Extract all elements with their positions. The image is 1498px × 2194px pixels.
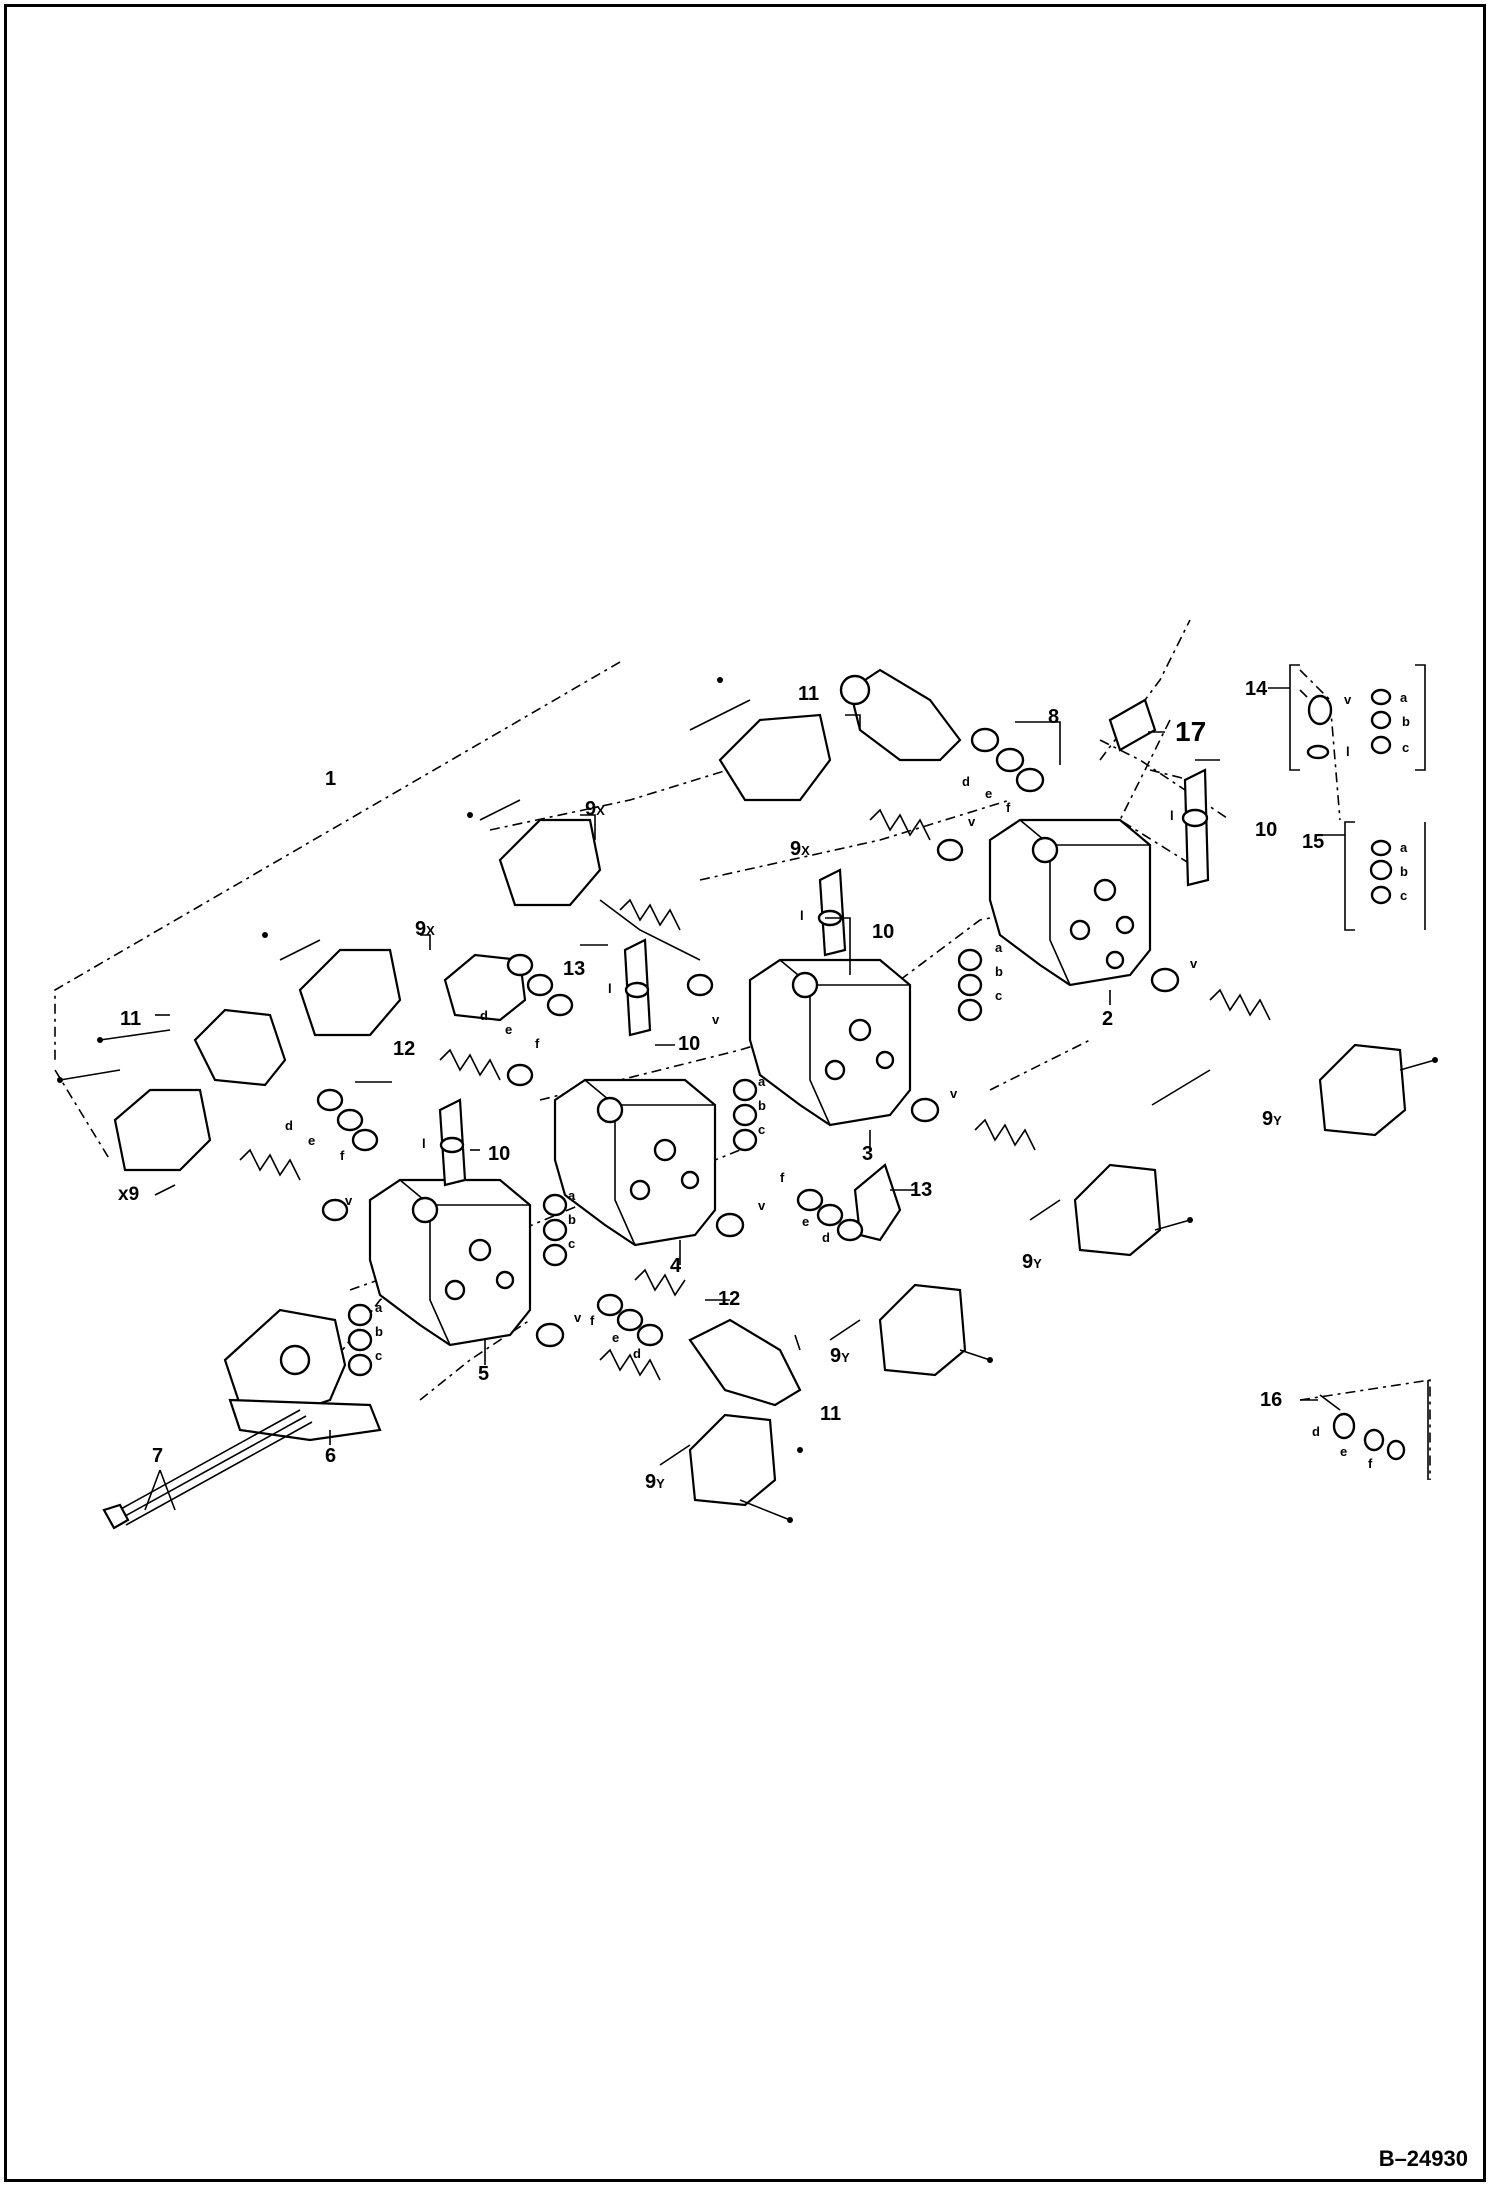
seal-letter-v-5: v [574,1310,582,1325]
callout-15: 15 [1302,831,1324,853]
callout-3: 3 [862,1143,873,1165]
callout-labels: 1 2 3 4 5 6 7 8 9X 9X 9X x9 9Y 9Y 9Y 9Y … [118,678,1324,1493]
seal-letter-b-5: b [375,1324,383,1339]
seal-letter-d-13r: d [822,1230,830,1245]
callout-9x-mid: 9X [585,798,605,820]
seal-letter-c-3: c [758,1122,765,1137]
seal-letter-d-12l: d [285,1118,293,1133]
kit-box-15 [1344,821,1426,931]
seal-letter-b-14: b [1402,714,1410,729]
callout-9y-center: 9Y [1022,1251,1042,1273]
seal-letter-l-10l: l [422,1136,426,1151]
callout-14: 14 [1245,678,1268,700]
callout-9x-top: 9X [790,838,810,860]
valve-section-4 [553,1078,717,1247]
seal-letter-c-4: c [568,1236,575,1251]
seal-letter-a-14: a [1400,690,1408,705]
callout-9y-low: 9Y [830,1345,850,1367]
seal-letter-e-8: e [985,786,992,801]
kit-box-14 [1289,664,1426,771]
callout-x9: x9 [118,1184,139,1205]
seal-letter-v-2: v [1190,956,1198,971]
seal-letter-a-4: a [568,1188,576,1203]
callout-11-top: 11 [798,683,819,705]
seal-letter-e-12low: e [612,1330,619,1345]
seal-letter-v-3: v [950,1086,958,1101]
seal-letter-l-10r: l [1170,808,1174,823]
seal-letter-b-3: b [758,1098,766,1113]
callout-10-left: 10 [488,1143,510,1165]
seal-letter-f-12low: f [590,1313,595,1328]
seal-letter-f-16: f [1368,1456,1373,1471]
callout-4: 4 [670,1255,682,1277]
callout-9y-bottom: 9Y [645,1471,665,1493]
seal-letter-f-12l: f [340,1148,345,1163]
seal-letter-f-13r: f [780,1170,785,1185]
seal-letter-c-5: c [375,1348,382,1363]
callout-16: 16 [1260,1389,1282,1411]
callout-8: 8 [1048,706,1059,728]
callout-6: 6 [325,1445,336,1467]
end-cover-6 [223,1308,382,1442]
kit-box-16 [1332,1380,1429,1480]
seal-letter-a-15: a [1400,840,1408,855]
bolt-details [57,677,1438,1523]
callout-leaders [144,687,1345,1511]
seal-letter-a-2: a [995,940,1003,955]
seal-letter-a-5: a [375,1300,383,1315]
callout-7: 7 [152,1445,163,1467]
seal-letter-b-2: b [995,964,1003,979]
seal-letter-a-3: a [758,1074,766,1089]
seal-letter-l-14: l [1346,744,1350,759]
seal-letter-v-top: v [968,814,976,829]
callout-10-right: 10 [1255,819,1277,841]
callout-13-mid: 13 [563,958,585,980]
seal-letter-e-13m: e [505,1022,512,1037]
callout-2: 2 [1102,1008,1113,1030]
callout-11-bottom: 11 [820,1403,841,1425]
callout-13-right: 13 [910,1179,932,1201]
seal-letter-c-15: c [1400,888,1407,903]
callout-12-left: 12 [393,1038,415,1060]
callout-17: 17 [1175,716,1206,747]
callout-9y-right: 9Y [1262,1108,1282,1130]
callout-10-center: 10 [678,1033,700,1055]
seal-letter-d-8: d [962,774,970,789]
seal-letter-v-left: v [345,1193,353,1208]
seal-letter-e-16: e [1340,1444,1347,1459]
seal-letter-e-13r: e [802,1214,809,1229]
callout-12-low: 12 [718,1288,740,1310]
seal-letter-f-13m: f [535,1036,540,1051]
tie-bolts-7 [102,1409,313,1530]
seal-letter-v-14: v [1344,692,1352,707]
seal-letter-l-10m: l [800,908,804,923]
callout-5: 5 [478,1363,489,1385]
seal-letter-c-14: c [1402,740,1409,755]
valve-section-3 [748,958,912,1127]
callout-10-mid: 10 [872,921,894,943]
callout-1: 1 [325,768,336,790]
seal-letter-d-12low: d [633,1346,641,1361]
seal-rings [316,727,1209,1377]
seal-letter-v-mid: v [712,1012,720,1027]
seal-letter-b-15: b [1400,864,1408,879]
seal-letter-c-2: c [995,988,1002,1003]
callout-9x-left: 9X [415,918,435,940]
callout-11-left: 11 [120,1008,141,1030]
seal-letter-v-4: v [758,1198,766,1213]
seal-letter-b-4: b [568,1212,576,1227]
drawing-border [4,4,1486,2182]
valve-section-2 [988,818,1152,987]
drawing-reference-number: B–24930 [1378,2146,1468,2171]
seal-letter-labels: v l a b c a b c d e f d e f v a b c v l … [285,690,1410,1471]
seal-letter-e-12l: e [308,1133,315,1148]
seal-letter-d-16: d [1312,1424,1320,1439]
seal-letter-d-13m: d [480,1008,488,1023]
valve-section-5 [368,1178,532,1347]
seal-letter-l-10c: l [608,981,612,996]
seal-letter-f-8: f [1006,800,1011,815]
